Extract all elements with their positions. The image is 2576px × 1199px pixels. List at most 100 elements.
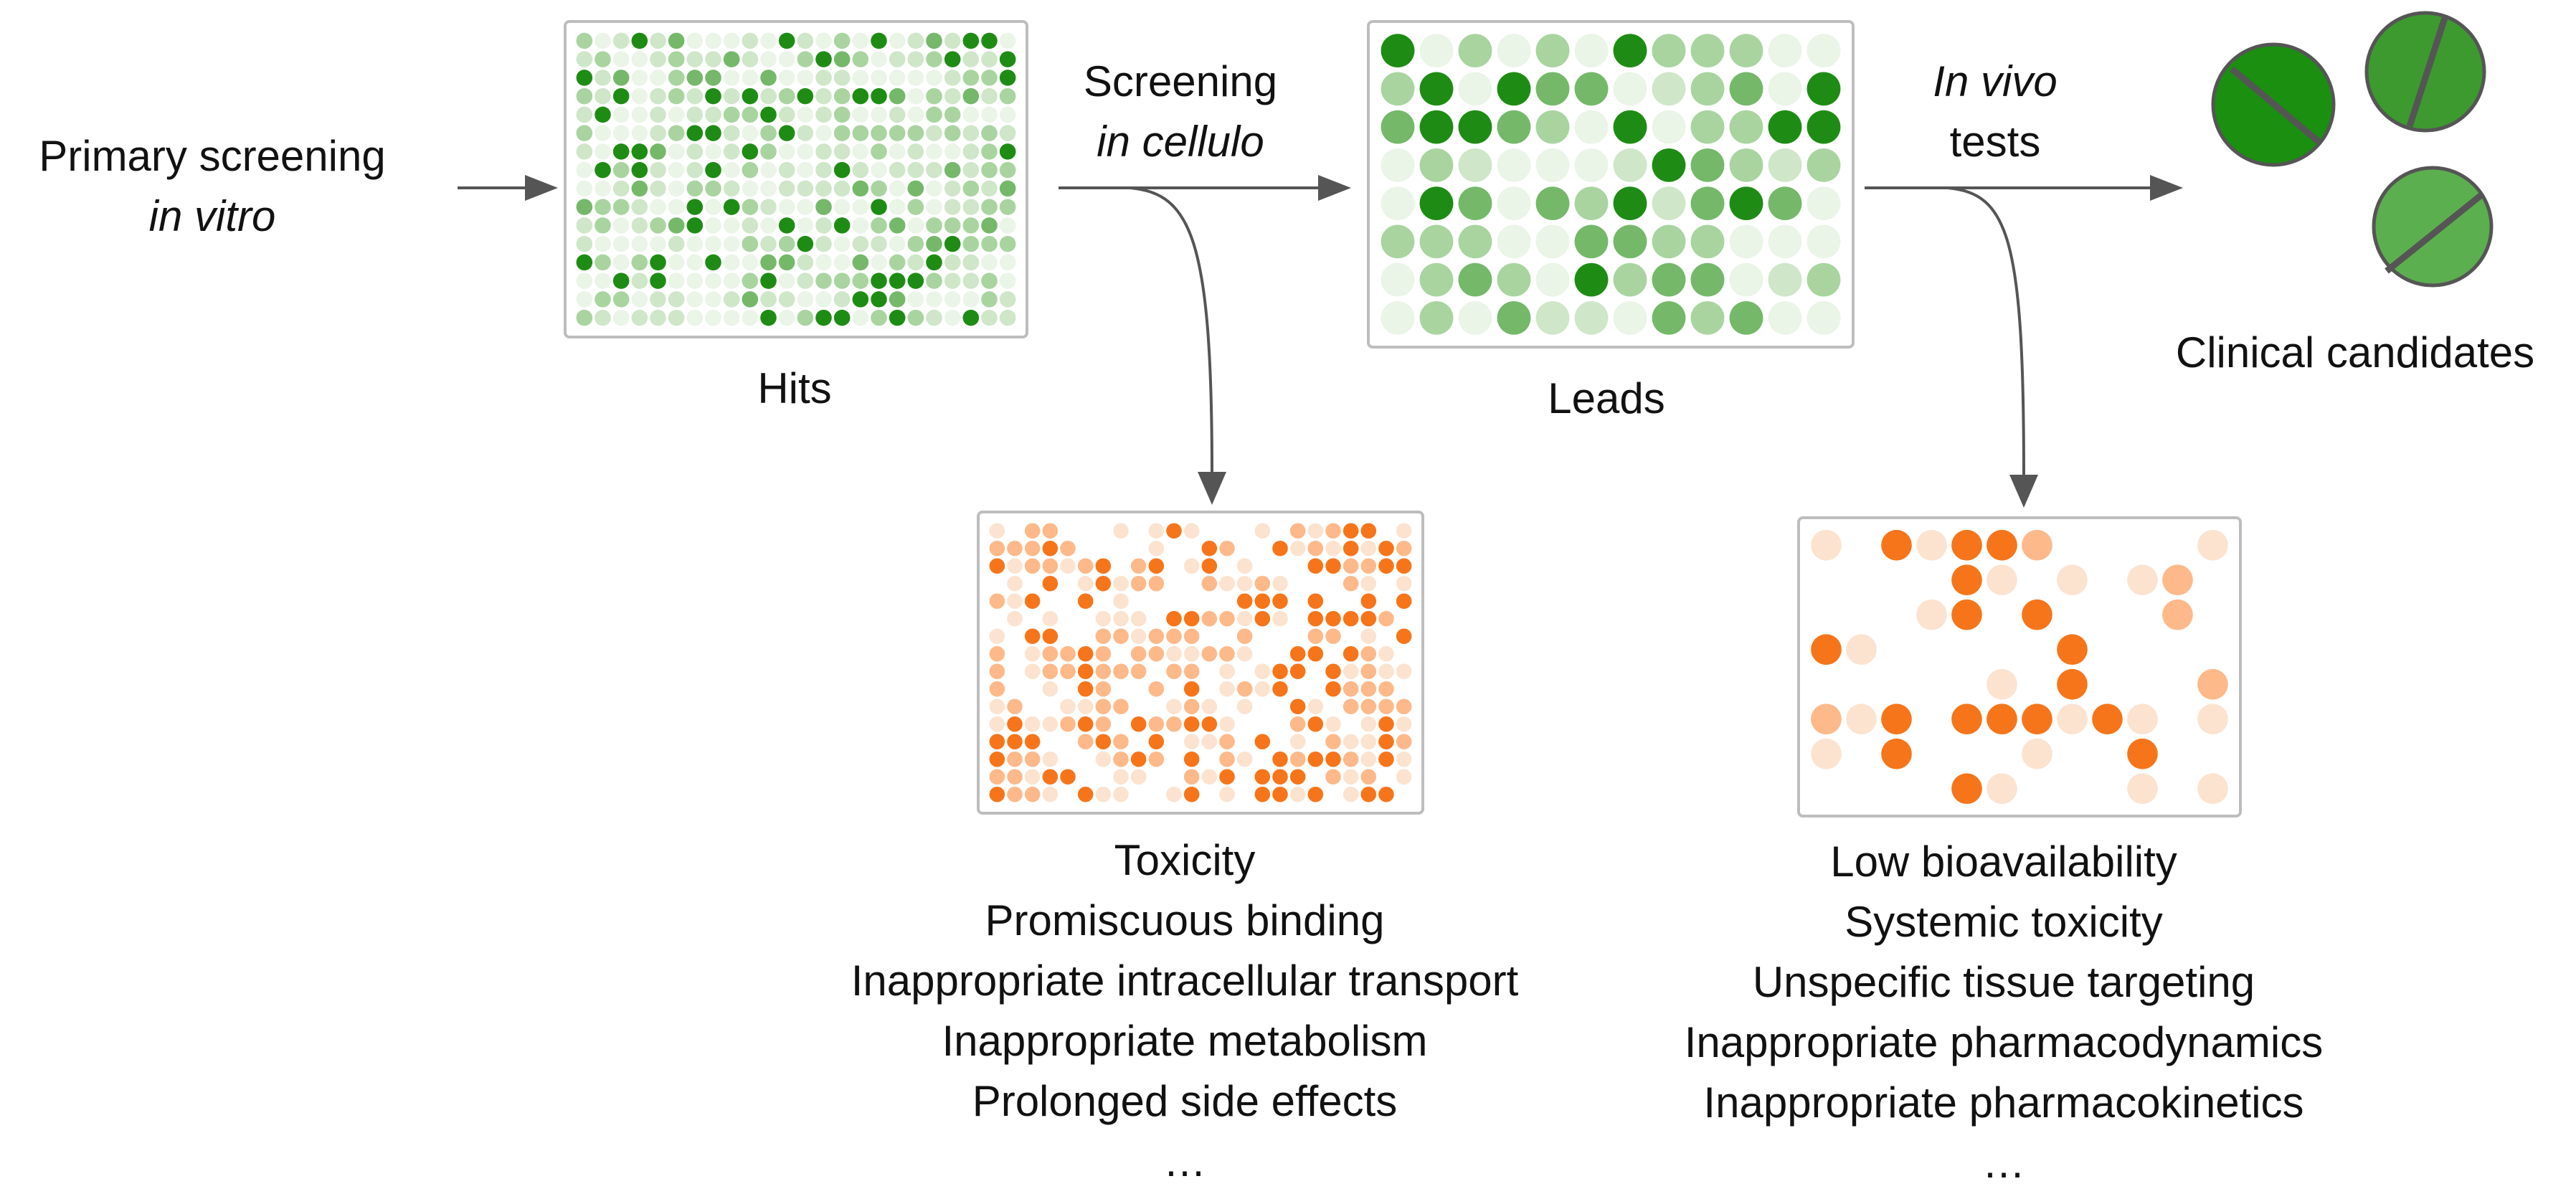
plate-well <box>1497 34 1531 68</box>
plate-well <box>1236 698 1253 715</box>
plate-well <box>999 199 1016 215</box>
plate-well <box>778 199 795 215</box>
plate-well <box>907 51 924 67</box>
plate-well <box>1378 786 1394 802</box>
plate-well <box>1396 751 1412 767</box>
plate-well <box>889 309 906 326</box>
plate-well <box>981 291 998 308</box>
plate-well <box>668 70 685 86</box>
plate-well <box>723 254 740 271</box>
plate-well <box>989 769 1005 785</box>
plate-well <box>852 143 869 160</box>
plate-well <box>1396 769 1412 785</box>
in-cellulo-failure-list: Toxicity Promiscuous binding Inappropria… <box>851 830 1519 1192</box>
plate-well <box>2197 668 2228 700</box>
plate-well <box>944 87 961 105</box>
plate-well <box>797 125 814 141</box>
list-item: Systemic toxicity <box>1845 898 2163 946</box>
plate-well <box>742 291 759 308</box>
plate-well <box>1729 262 1763 297</box>
plate-well <box>962 106 980 123</box>
plate-well <box>612 272 630 289</box>
plate-well <box>650 291 666 308</box>
plate-well <box>1183 734 1200 750</box>
plate-well <box>1613 300 1647 335</box>
plate-well <box>926 51 942 67</box>
plate-well <box>1811 529 1842 561</box>
plate-well <box>907 291 924 308</box>
plate-well <box>705 51 721 67</box>
plate-well <box>1378 698 1394 715</box>
plate-well <box>1343 645 1359 662</box>
plate-well <box>760 87 777 105</box>
plate-well <box>723 309 740 326</box>
plate-well <box>907 161 924 179</box>
plate-well <box>1325 523 1341 539</box>
plate-well <box>612 32 630 49</box>
plate-well <box>1272 681 1288 697</box>
plate-well <box>1201 558 1218 574</box>
plate-well <box>742 199 759 215</box>
plate-well <box>1042 769 1059 785</box>
plate-well <box>576 199 593 215</box>
plate-well <box>1077 716 1094 732</box>
plate-well <box>742 51 759 67</box>
plate-well <box>852 180 869 197</box>
plate-well <box>778 180 795 197</box>
plate-well <box>1201 575 1218 592</box>
plate-well <box>1236 575 1253 592</box>
plate-well <box>1396 558 1412 574</box>
plate-well <box>1060 716 1076 732</box>
plate-well <box>1307 645 1324 662</box>
plate-well <box>668 291 685 308</box>
plate-well <box>1307 716 1324 732</box>
plate-well <box>1042 645 1059 662</box>
plate-well <box>1343 663 1359 680</box>
plate-well <box>1458 110 1492 144</box>
plate-well <box>576 106 593 123</box>
plate-well <box>1077 575 1094 592</box>
plate-well <box>944 217 961 234</box>
plate-well <box>871 180 887 197</box>
plate-well <box>1419 34 1454 68</box>
plate-well <box>833 51 851 67</box>
plate-well <box>1254 786 1271 802</box>
plate-well <box>1272 575 1288 592</box>
plate-well <box>797 254 814 271</box>
plate-well <box>1343 540 1359 556</box>
plate-well <box>1219 540 1235 556</box>
plate-well <box>1042 558 1059 574</box>
plate-well <box>981 217 998 234</box>
plate-well <box>1130 610 1147 627</box>
plate-well <box>1729 110 1763 144</box>
plate-well <box>797 309 814 326</box>
plate-well <box>1325 628 1341 645</box>
plate-well <box>1419 110 1454 144</box>
plate-well <box>926 309 942 326</box>
plate-well <box>944 70 961 86</box>
plate-well <box>1987 773 2017 805</box>
plate-well <box>1095 716 1112 732</box>
plate-well <box>1166 610 1182 627</box>
plate-well <box>999 180 1016 197</box>
plate-well <box>1343 558 1359 574</box>
plate-well <box>999 70 1016 86</box>
plate-well <box>1148 575 1165 592</box>
plate-well <box>1272 593 1288 610</box>
plate-well <box>705 70 721 86</box>
plate-well <box>981 125 998 141</box>
plate-well <box>1254 523 1271 539</box>
plate-well <box>612 291 630 308</box>
plate-well <box>1166 698 1182 715</box>
plate-well <box>2022 599 2052 630</box>
plate-well <box>852 309 869 326</box>
plate-well <box>760 51 777 67</box>
plate-well <box>705 125 721 141</box>
plate-well <box>1272 769 1288 785</box>
plate-well <box>944 106 961 123</box>
plate-well <box>1272 540 1288 556</box>
plate-well <box>1396 540 1412 556</box>
plate-well <box>1806 148 1841 182</box>
plate-well <box>760 235 777 252</box>
plate-well <box>612 87 630 105</box>
